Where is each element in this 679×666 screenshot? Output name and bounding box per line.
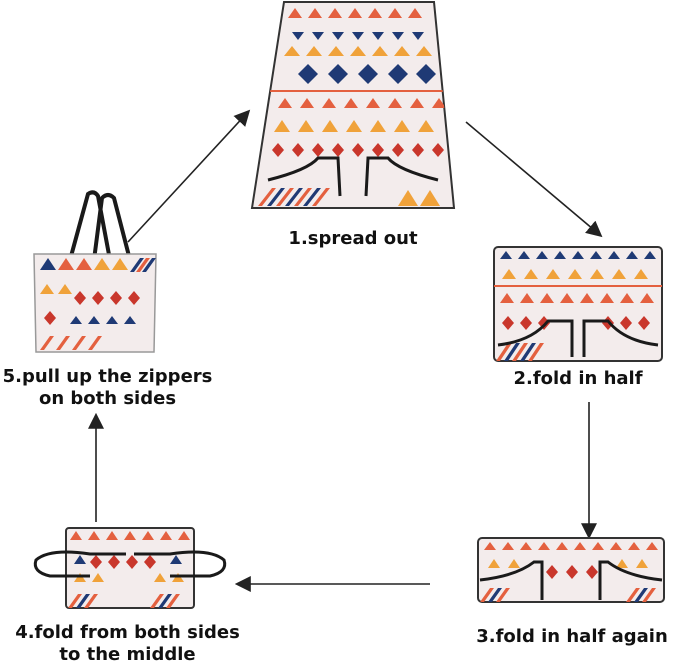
- step-5-label-line1: 5.pull up the zippers: [2, 366, 213, 387]
- step-1-label: 1.spread out: [288, 228, 418, 249]
- blanket-spread-out-image: [250, 1, 456, 209]
- step-2-label: 2.fold in half: [513, 368, 643, 389]
- blanket-folded-half-image: [493, 246, 663, 362]
- step-4-label-line2: to the middle: [59, 644, 196, 665]
- blanket-folded-sides-image: [33, 527, 227, 609]
- step-5-label-line2: on both sides: [38, 388, 177, 409]
- arrow-1-to-2: [465, 121, 603, 238]
- step-4-label-line1: 4.fold from both sides: [15, 622, 240, 643]
- step-3-label: 3.fold in half again: [476, 626, 668, 647]
- blanket-bag-image: [33, 190, 157, 353]
- blanket-folded-again-image: [477, 537, 665, 603]
- arrow-5-to-1: [127, 109, 251, 243]
